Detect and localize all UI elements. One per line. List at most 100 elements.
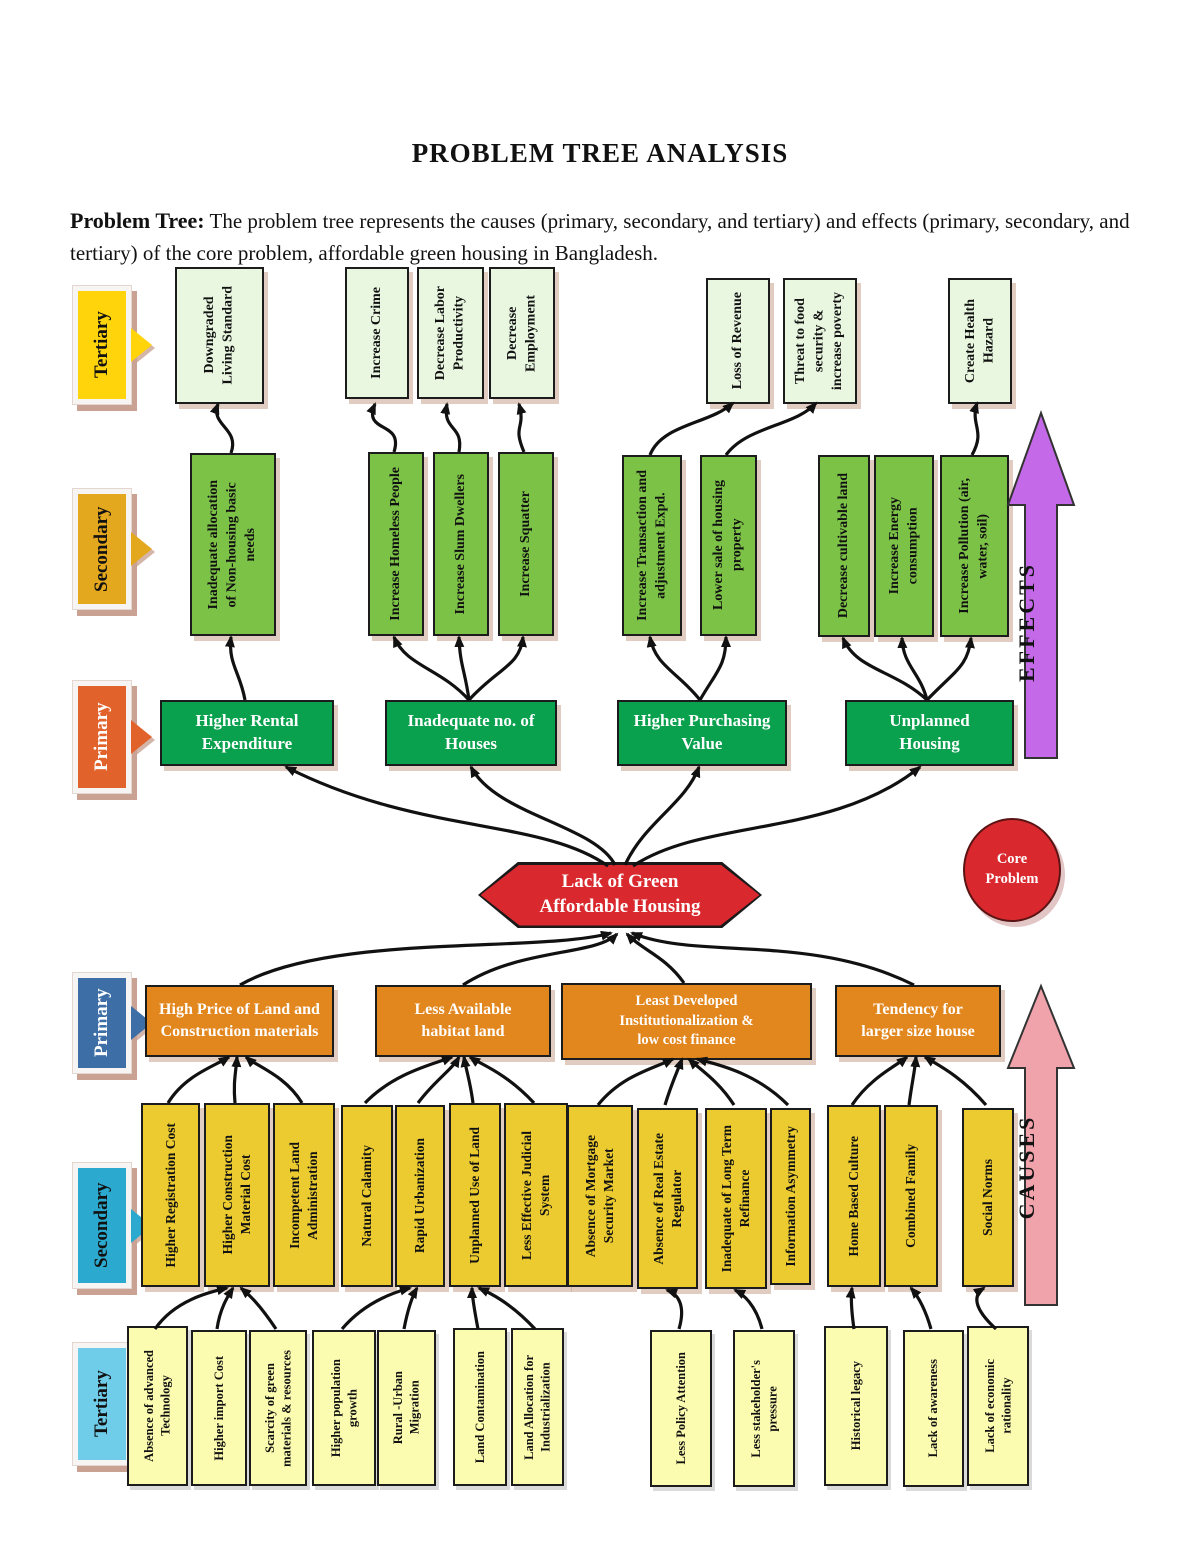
tertiary-cause-7: Land Allocation for Industrialization [511, 1328, 564, 1486]
causes-tertiary-level-tab: Tertiary [72, 1342, 152, 1466]
secondary-cause-11: Information Asymmetry [770, 1108, 811, 1285]
flow-arrow [467, 1286, 480, 1330]
box-label: Lack of awareness [926, 1359, 941, 1458]
box-label: Less Policy Attention [673, 1352, 688, 1465]
secondary-cause-2: Higher Construction Material Cost [204, 1103, 270, 1287]
flow-arrow [972, 1286, 998, 1331]
causes-arrow-label: CAUSES [1014, 1115, 1039, 1220]
flow-arrow [284, 765, 609, 868]
level-label: Secondary [91, 506, 112, 592]
flow-arrow [460, 1055, 475, 1104]
box-label: Create Health Hazard [962, 298, 996, 384]
secondary-cause-13: Combined Family [884, 1105, 938, 1287]
primary-effect-1: Higher Rental Expenditure [160, 700, 334, 766]
tertiary-cause-4: Higher population growth [312, 1330, 376, 1486]
flow-arrow [231, 1055, 242, 1104]
tertiary-effect-6: Threat to food security & increase pover… [783, 278, 857, 404]
flow-arrow [841, 636, 929, 702]
flow-arrow [632, 765, 922, 868]
box-label: Higher population growth [328, 1358, 360, 1458]
effects-secondary-level-tab: Secondary [72, 488, 152, 610]
level-label: Tertiary [91, 311, 112, 379]
right-arrow-icon [131, 532, 152, 566]
right-arrow-icon [131, 328, 152, 362]
tertiary-effect-7: Create Health Hazard [948, 278, 1012, 404]
flow-arrow [153, 1285, 229, 1330]
box-label: Social Norms [980, 1159, 996, 1236]
box-label: Inadequate allocation of Non-housing bas… [206, 479, 259, 610]
secondary-cause-7: Less Effective Judicial System [504, 1103, 568, 1287]
flow-arrow [244, 1055, 304, 1104]
box-label: Absence of Real Estate Regulator [650, 1132, 684, 1265]
tertiary-cause-12: Lack of economic rationality [967, 1326, 1029, 1486]
right-arrow-icon [131, 720, 152, 754]
box-label: Land Allocation for Industrialization [522, 1354, 553, 1460]
secondary-effect-5: Increase Transaction and adjustment Expd… [622, 455, 682, 636]
box-label: Information Asymmetry [782, 1126, 798, 1267]
box-label: Home Based Culture [846, 1135, 862, 1257]
flow-arrow [687, 1057, 736, 1106]
box-label: Inadequate of Long Term Refinance [719, 1124, 752, 1273]
effects-tertiary-level-tab: Tertiary [72, 285, 152, 405]
flow-arrow [623, 765, 701, 866]
flow-arrow [665, 1288, 684, 1330]
box-label: Higher Registration Cost [162, 1122, 178, 1268]
flow-arrow [596, 1057, 675, 1107]
flow-arrow [363, 1055, 454, 1105]
flow-arrow [625, 932, 686, 984]
box-label: Lower sale of housing property [711, 480, 745, 611]
box-label: Threat to food security & increase pover… [793, 291, 846, 391]
tertiary-effect-5: Loss of Revenue [706, 278, 770, 404]
primary-cause-3: Least Developed Institutionalization & l… [561, 983, 812, 1060]
flow-arrow [440, 402, 462, 453]
tertiary-cause-8: Less Policy Attention [650, 1330, 712, 1487]
tertiary-cause-10: Historical legacy [824, 1326, 888, 1486]
flow-arrow [239, 930, 613, 987]
tertiary-cause-9: Less stakeholder's pressure [733, 1330, 795, 1487]
box-label: Rural -Urban Migration [391, 1371, 422, 1445]
box-label: Downgraded Living Standard [202, 286, 236, 385]
box-label: Loss of Revenue [729, 292, 745, 390]
box-label: Increase Transaction and adjustment Expd… [634, 470, 668, 621]
flow-arrow [209, 402, 235, 454]
flow-arrow [897, 636, 929, 701]
box-label: Lack of economic rationality [982, 1359, 1014, 1453]
tertiary-effect-3: Decrease Labor Productivity [417, 267, 484, 399]
flow-arrow [648, 401, 735, 456]
secondary-cause-4: Natural Calamity [341, 1105, 393, 1287]
tertiary-effect-1: Downgraded Living Standard [175, 267, 264, 404]
box-label: Absence of Mortgage Security Market [583, 1134, 616, 1258]
page-description: Problem Tree: The problem tree represent… [70, 204, 1132, 269]
primary-effect-2: Inadequate no. of Houses [385, 700, 557, 766]
tab-fill [78, 978, 126, 1068]
box-label: Decrease Employment [504, 294, 538, 372]
flow-arrow [724, 401, 818, 456]
box-label: Scarcity of green materials & resources [262, 1349, 294, 1467]
box-label: Decrease Labor Productivity [433, 285, 467, 381]
secondary-cause-12: Home Based Culture [827, 1105, 881, 1287]
box-label: Incompetent Land Administration [287, 1141, 320, 1249]
box-label: Increase Homeless People [387, 467, 403, 621]
causes-secondary-level-tab: Secondary [72, 1162, 152, 1289]
box-label: Increase Squatter [517, 491, 533, 597]
secondary-effect-1: Inadequate allocation of Non-housing bas… [190, 453, 276, 636]
box-label: Less stakeholder's pressure [748, 1359, 780, 1458]
tertiary-cause-1: Absence of advanced Technology [127, 1326, 188, 1486]
box-label: Higher import Cost [211, 1355, 226, 1461]
flow-arrow [909, 1286, 933, 1330]
flow-arrow [969, 401, 980, 456]
flow-arrow [477, 1286, 537, 1331]
flow-arrow [392, 635, 471, 702]
hexagon-fill [480, 864, 760, 926]
flow-arrow [695, 1056, 790, 1107]
description-lead: Problem Tree: [70, 208, 205, 233]
flow-arrow [215, 1286, 235, 1330]
secondary-cause-6: Unplanned Use of Land [449, 1103, 501, 1287]
effects-arrow-label: EFFECTS [1014, 562, 1039, 682]
primary-cause-4: Tendency for larger size house [835, 985, 1001, 1057]
effects-arrow [1006, 410, 1076, 759]
level-label: Primary [91, 988, 112, 1058]
primary-effect-4: Unplanned Housing [845, 700, 1014, 766]
box-label: Decrease cultivable land [835, 473, 851, 619]
flow-arrow [630, 931, 915, 987]
